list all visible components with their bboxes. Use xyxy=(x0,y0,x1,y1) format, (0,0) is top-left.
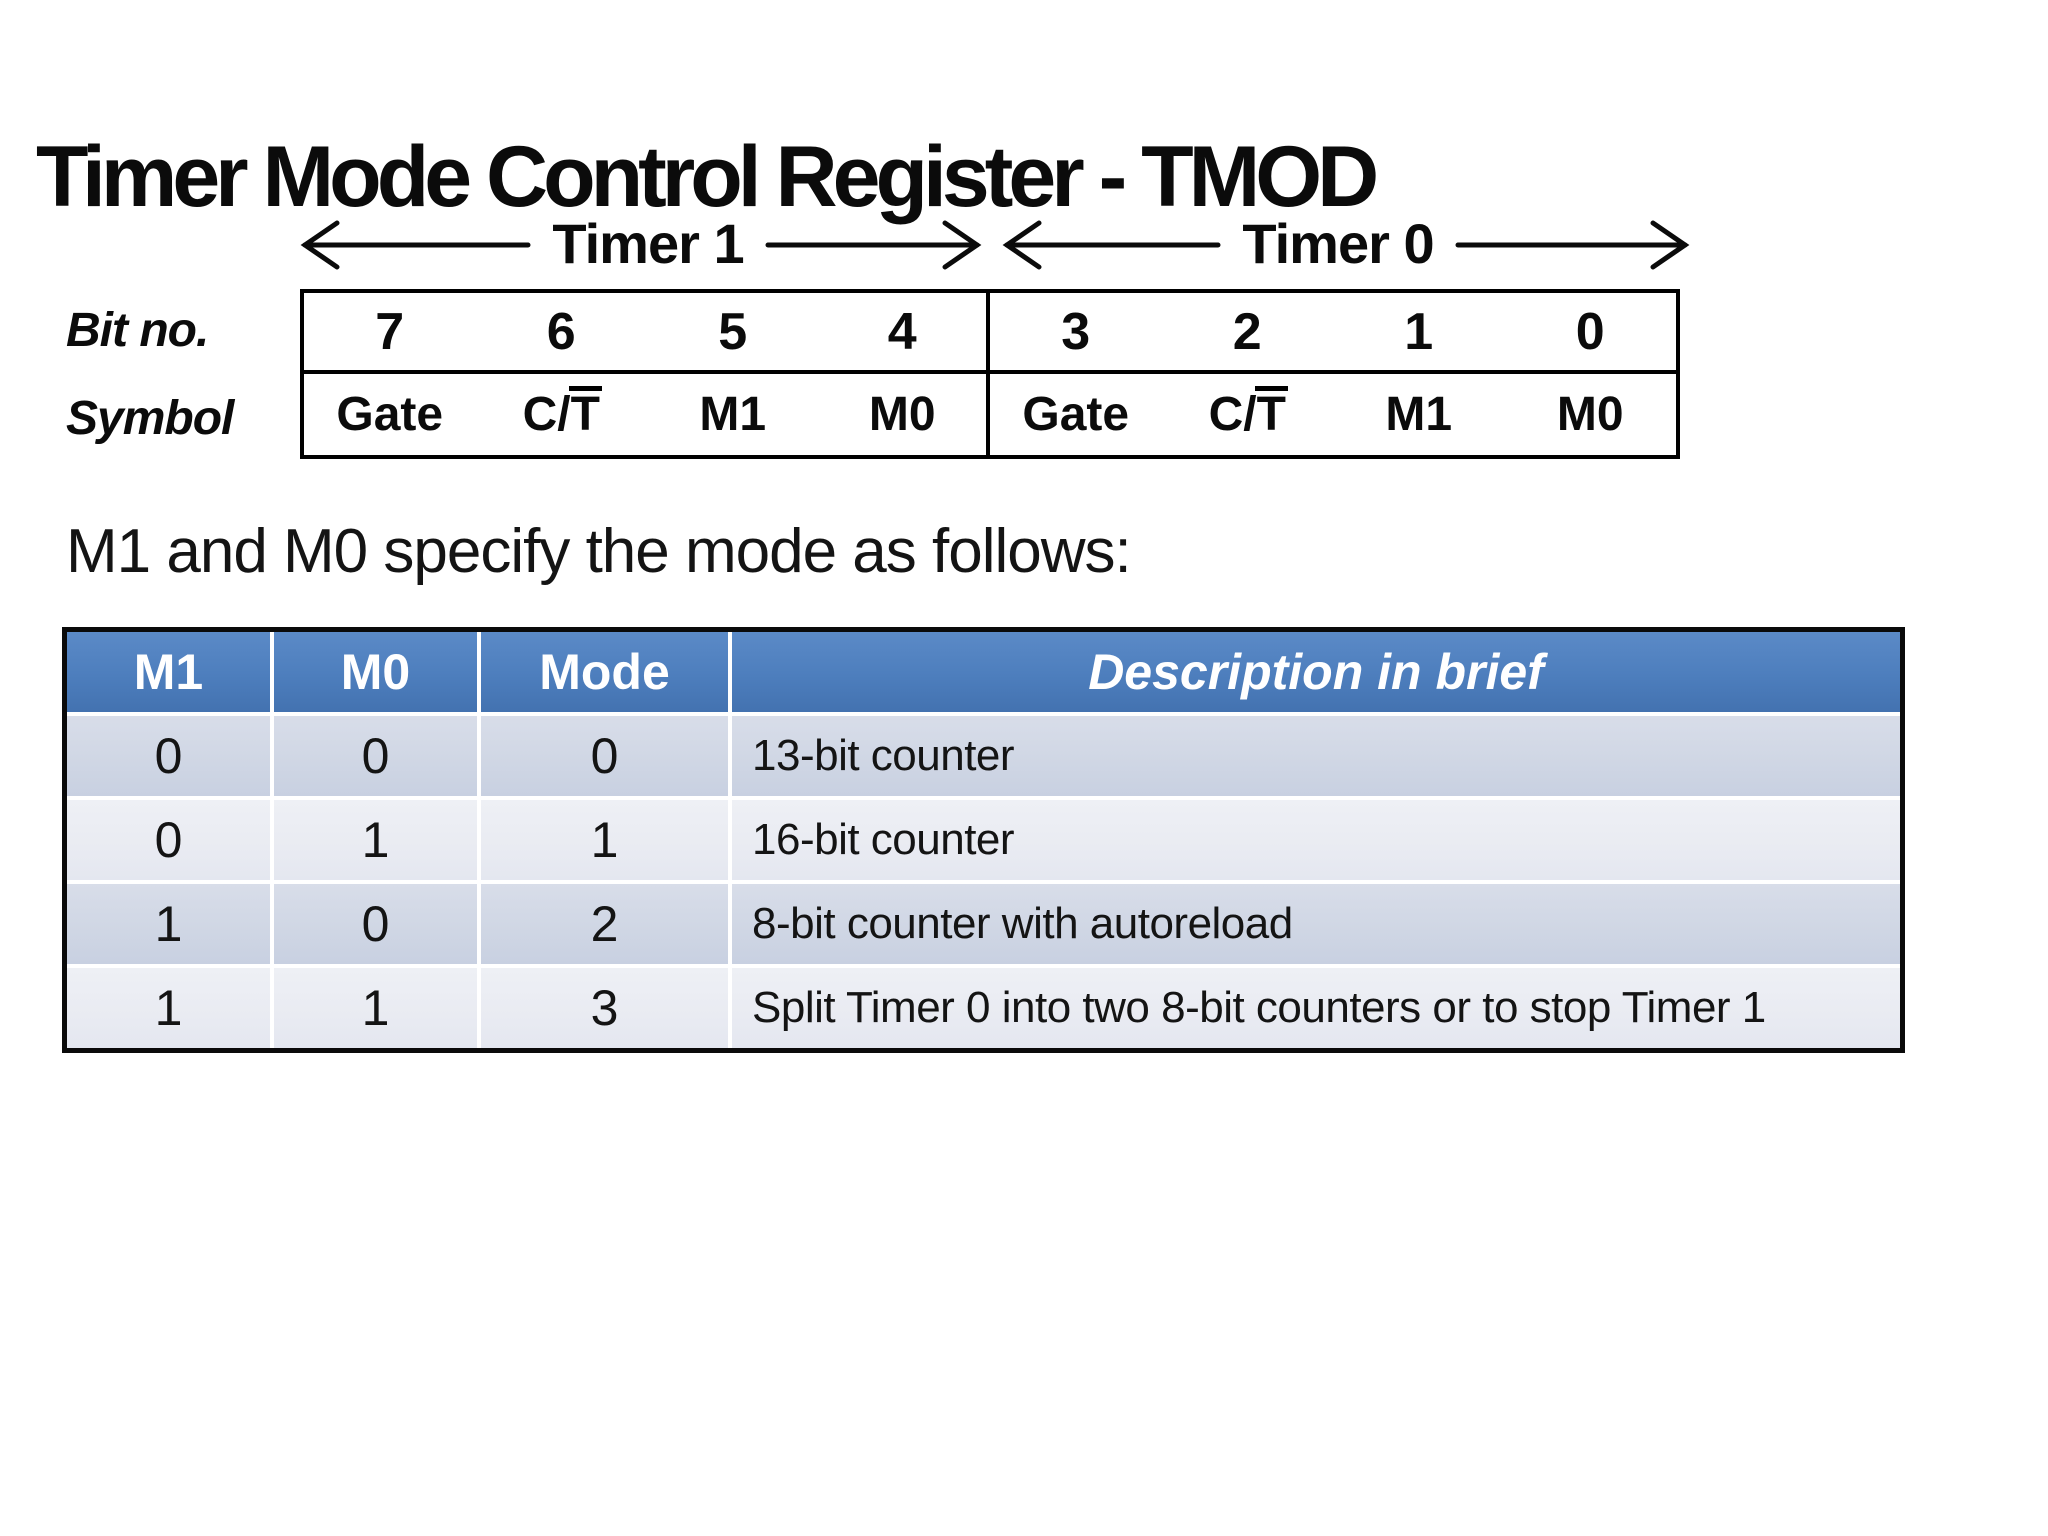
bit-symbol-cell: C/T xyxy=(1162,374,1334,455)
bit-symbol-cell: M1 xyxy=(647,374,819,455)
bit-symbol-text: Gate xyxy=(1022,388,1130,441)
intro-text: M1 and M0 specify the mode as follows: xyxy=(66,517,1132,586)
bit-symbol-cell: M0 xyxy=(1505,374,1677,455)
mode-description-cell: 16-bit counter xyxy=(732,800,1900,880)
bit-no-label: Bit no. xyxy=(66,304,209,357)
mode-table-header-m0: M0 xyxy=(274,632,477,712)
bit-symbol-cell: M1 xyxy=(1333,374,1505,455)
mode-value-cell: 2 xyxy=(481,884,728,964)
bit-number-cell-5: 5 xyxy=(647,293,819,374)
mode-value-cell: 0 xyxy=(274,884,477,964)
bit-symbol-cell: M0 xyxy=(819,374,990,455)
bit-number-cell-1: 1 xyxy=(1333,293,1505,374)
bit-symbol-text: Gate xyxy=(336,388,444,441)
bit-symbol-overbar-text: T xyxy=(1254,386,1289,441)
mode-value-cell: 1 xyxy=(481,800,728,880)
mode-value-cell: 3 xyxy=(481,968,728,1048)
mode-value-cell: 1 xyxy=(67,884,270,964)
bit-symbol-overbar-text: T xyxy=(568,386,603,441)
bit-symbol-text: C/ xyxy=(1208,388,1257,441)
page-title: Timer Mode Control Register - TMOD xyxy=(36,128,1379,225)
bit-number-cell-0: 0 xyxy=(1504,293,1676,374)
mode-value-cell: 0 xyxy=(67,716,270,796)
mode-description-cell: 13-bit counter xyxy=(732,716,1900,796)
bit-symbol-cell: Gate xyxy=(990,374,1162,455)
mode-value-cell: 0 xyxy=(67,800,270,880)
timer1-span-label: Timer 1 xyxy=(552,212,743,275)
mode-value-cell: 1 xyxy=(67,968,270,1048)
mode-value-cell: 0 xyxy=(481,716,728,796)
mode-value-cell: 1 xyxy=(274,968,477,1048)
mode-table-header-m1: M1 xyxy=(67,632,270,712)
bit-symbol-cell: C/T xyxy=(476,374,648,455)
mode-table-header-mode: Mode xyxy=(481,632,728,712)
bit-symbol-text: M1 xyxy=(1385,388,1453,441)
arrow-right-icon xyxy=(1650,220,1690,270)
timer0-span-label: Timer 0 xyxy=(1242,212,1433,275)
bit-symbol-text: M1 xyxy=(699,388,767,441)
timer-span-diagram: Timer 1 Timer 0 xyxy=(300,212,1690,275)
arrow-right-icon xyxy=(942,220,982,270)
bit-symbol-text: C/ xyxy=(522,388,571,441)
bit-number-cell-3: 3 xyxy=(990,293,1162,374)
bit-number-cell-6: 6 xyxy=(475,293,647,374)
bit-symbol-cell: Gate xyxy=(304,374,476,455)
bit-symbol-text: M0 xyxy=(1556,388,1624,441)
mode-description-cell: 8-bit counter with autoreload xyxy=(732,884,1900,964)
mode-table-header-description-in-brief: Description in brief xyxy=(732,632,1900,712)
symbol-label: Symbol xyxy=(66,392,234,445)
arrow-left-icon xyxy=(1002,220,1042,270)
bit-number-cell-2: 2 xyxy=(1161,293,1333,374)
mode-value-cell: 0 xyxy=(274,716,477,796)
bit-number-cell-7: 7 xyxy=(304,293,476,374)
mode-value-cell: 1 xyxy=(274,800,477,880)
bit-number-cell-4: 4 xyxy=(818,293,990,374)
mode-description-cell: Split Timer 0 into two 8-bit counters or… xyxy=(732,968,1900,1048)
bit-symbol-text: M0 xyxy=(868,388,936,441)
arrow-left-icon xyxy=(300,220,340,270)
